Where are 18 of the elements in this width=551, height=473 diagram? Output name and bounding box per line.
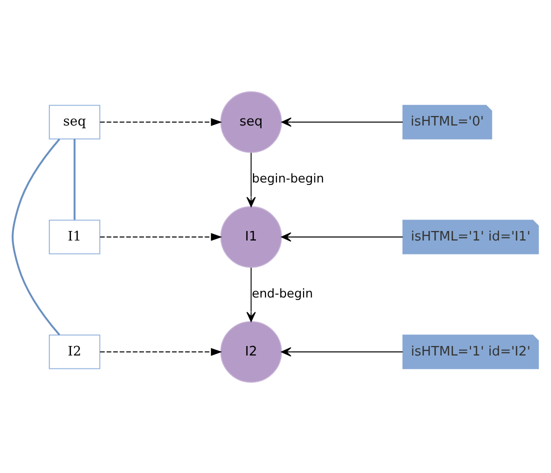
node-box: I2 <box>48 334 100 369</box>
arrow <box>246 266 256 322</box>
connector <box>74 138 76 220</box>
node-box: seq <box>48 104 100 139</box>
arrow <box>246 152 256 207</box>
arrow <box>281 346 404 356</box>
arrow <box>100 118 222 126</box>
arrow <box>281 116 404 126</box>
arrow <box>281 232 404 242</box>
edge-label: end-begin <box>252 286 313 300</box>
arrow <box>100 347 222 356</box>
node-box: I1 <box>48 219 100 254</box>
edge-label: begin-begin <box>252 171 324 186</box>
node-circle: seq <box>220 90 282 152</box>
connector <box>12 138 60 335</box>
node-circle: I1 <box>220 206 282 268</box>
node-circle: I2 <box>220 320 282 382</box>
arrow <box>100 232 222 240</box>
